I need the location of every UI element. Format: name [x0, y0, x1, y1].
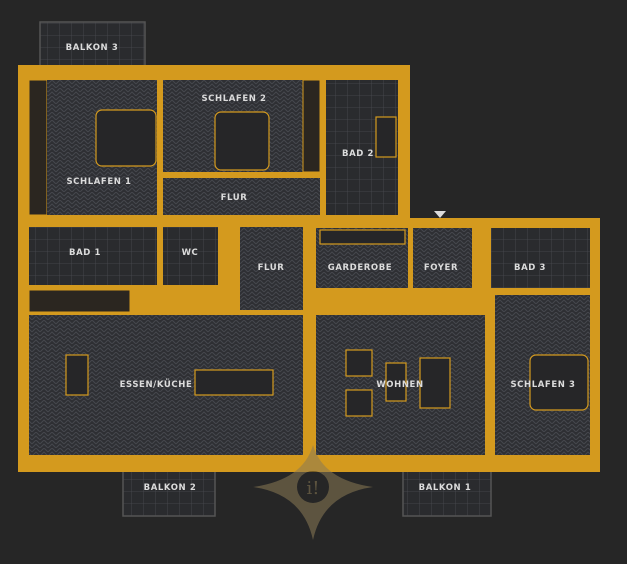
- armchair: [345, 349, 373, 377]
- room-flur-top: [163, 178, 320, 215]
- room-flur: [240, 227, 303, 310]
- label-balkon-3: BALKON 3: [66, 43, 119, 53]
- coat-rack: [319, 229, 406, 245]
- room-bad-1: [29, 227, 157, 285]
- dining-table: [194, 369, 274, 396]
- logo: i!: [253, 445, 373, 540]
- room-foyer: [413, 228, 472, 288]
- label-flur-top: FLUR: [221, 193, 248, 203]
- bed: [95, 109, 157, 167]
- bed: [529, 354, 589, 411]
- label-bad-1: BAD 1: [69, 248, 101, 258]
- kitchen-counter: [28, 289, 131, 313]
- entrance-arrow-icon: [434, 211, 446, 218]
- bed: [214, 111, 270, 171]
- label-foyer: FOYER: [424, 263, 458, 273]
- label-balkon-1: BALKON 1: [419, 483, 472, 493]
- label-bad-3: BAD 3: [514, 263, 546, 273]
- logo-text: i!: [307, 478, 320, 499]
- bathtub: [375, 116, 397, 158]
- label-essen-kueche: ESSEN/KÜCHE: [120, 379, 193, 390]
- label-wc: WC: [182, 248, 199, 258]
- sofa: [419, 357, 451, 409]
- room-wc: [163, 227, 218, 285]
- wardrobe: [302, 79, 321, 173]
- label-bad-2: BAD 2: [342, 149, 374, 159]
- wardrobe: [28, 79, 48, 216]
- kitchen-island: [65, 354, 89, 396]
- label-schlafen-3: SCHLAFEN 3: [510, 380, 575, 390]
- armchair: [345, 389, 373, 417]
- room-labels: BALKON 3 SCHLAFEN 2 BAD 2 SCHLAFEN 1 FLU…: [66, 43, 575, 493]
- label-schlafen-1: SCHLAFEN 1: [66, 177, 131, 187]
- label-balkon-2: BALKON 2: [144, 483, 197, 493]
- label-garderobe: GARDEROBE: [328, 263, 392, 273]
- label-wohnen: WOHNEN: [376, 380, 423, 390]
- balcony-3: [39, 21, 146, 67]
- label-schlafen-2: SCHLAFEN 2: [201, 94, 266, 104]
- coffee-table: [385, 362, 407, 402]
- label-flur: FLUR: [258, 263, 285, 273]
- room-bad-3: [491, 228, 590, 288]
- furniture: [65, 109, 589, 417]
